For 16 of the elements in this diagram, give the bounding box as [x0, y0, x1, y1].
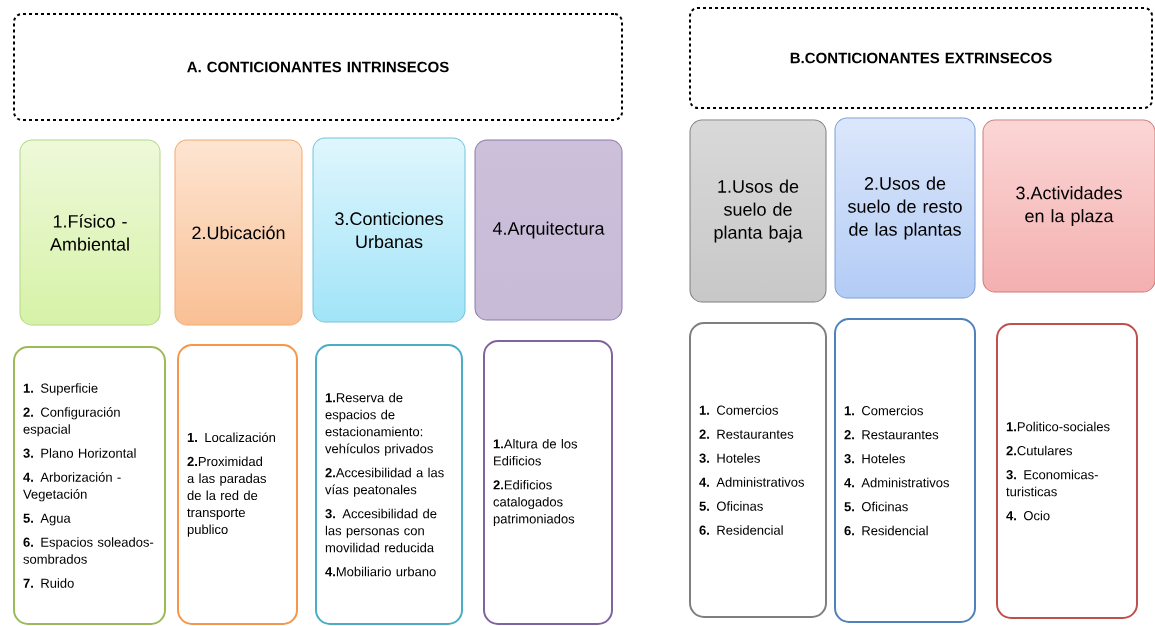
category-box: 1.Físico - Ambiental: [19, 139, 161, 326]
category-box: 2.Ubicación: [174, 139, 303, 326]
category-box: 4.Arquitectura: [474, 139, 623, 321]
list-box: 1. Comercios 2. Restaurantes 3. Hoteles 4. Administrativos 5. Oficinas 6. Residencial: [689, 322, 827, 618]
list-box: 1.Politico-sociales 2.Cutulares 3. Economicas-turisticas 4. Ocio: [996, 323, 1138, 619]
list-box: 1. Localización 2.Proximidad a las paradas de la red de transporte publico: [177, 344, 298, 625]
category-box: 3.Actividades en la plaza: [982, 119, 1155, 293]
dashed-header-box: B.CONTICIONANTES EXTRINSECOS: [689, 7, 1153, 109]
list-box: 1.Altura de los Edificios 2.Edificios catalogados patrimoniados: [483, 340, 613, 625]
category-box: 1.Usos de suelo de planta baja: [689, 119, 827, 303]
dashed-header-box: A. CONTICIONANTES INTRINSECOS: [13, 13, 623, 121]
list-box: 1. Superficie 2. Configuración espacial 3. Plano Horizontal 4. Arborización - Vegetación 5. Agua 6. Espacios soleados-sombrados 7. Ruido: [13, 346, 166, 625]
category-box: 3.Conticiones Urbanas: [312, 137, 466, 323]
list-box: 1. Comercios 2. Restaurantes 3. Hoteles 4. Administrativos 5. Oficinas 6. Residencial: [834, 318, 976, 623]
list-box: 1.Reserva de espacios de estacionamiento: vehículos privados 2.Accesibilidad a las vías peatonales 3. Accesibilidad de las personas con movilidad reducida 4.Mobiliario urbano: [315, 344, 463, 625]
category-box: 2.Usos de suelo de resto de las plantas: [834, 117, 976, 299]
